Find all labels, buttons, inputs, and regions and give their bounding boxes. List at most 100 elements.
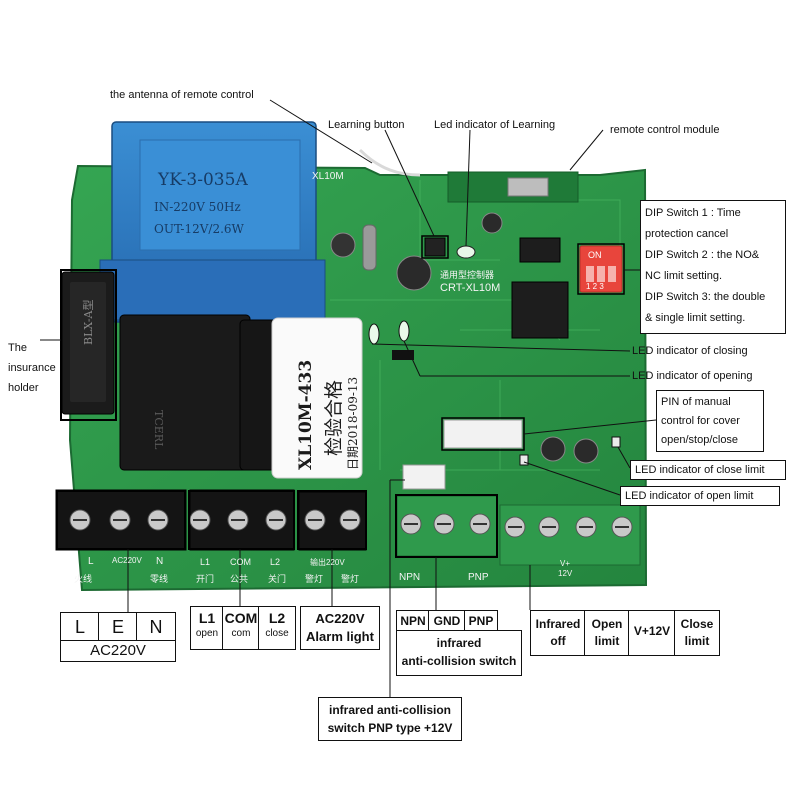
dip-2 [597,266,605,282]
insurance-line-2: insurance [8,362,56,374]
resistor [362,224,377,271]
label-motor-l2-main: L2 [268,610,286,626]
label-infrared-off: Infrared off [530,610,586,656]
term-cn-zero: 零线 [150,574,169,584]
term-label-l: L [88,556,94,567]
model-top-label: XL10M [312,171,344,182]
label-close-limit-1: Close [680,617,714,631]
label-open-limit-2: limit [594,634,620,648]
led-small-1 [392,350,414,360]
label-sensor-caption: infrared anti-collision switch [396,630,522,676]
label-alarm: AC220V Alarm light [300,606,380,650]
capacitor-5 [573,438,599,464]
led-opening [398,320,410,342]
label-close-limit-2: limit [684,634,710,648]
label-sensor-npn: NPN [396,610,430,632]
label-motor-l1-main: L1 [198,610,216,626]
qc-sticker [271,317,363,479]
label-motor-l1-sub: open [195,628,219,639]
callout-antenna: the antenna of remote control [110,89,254,101]
qc-model: XL10M-433 [296,359,316,470]
remote-module-chip [507,177,549,197]
callout-led-close-limit: LED indicator of close limit [630,460,786,480]
dip-highlight [577,243,625,295]
qc-pass: 检验合格 [323,379,345,456]
label-v12: V+12V [628,610,676,656]
label-alarm-line1: AC220V [315,611,365,626]
callout-pin-manual: PIN of manual control for cover open/sto… [656,390,764,452]
label-motor-com-main: COM [224,610,258,626]
pin-line-3: open/stop/close [661,434,739,446]
label-motor-com: COM com [222,606,260,650]
term-sensor-npn: NPN [399,572,421,583]
ic-main [511,281,569,339]
dip-line-6: & single limit setting. [645,312,746,324]
term-v-plus: V+ [560,559,571,568]
antenna-wire [358,148,421,177]
label-power-e: E [98,612,138,642]
capacitor-3 [481,212,503,234]
dip-line-4: NC limit setting. [645,270,723,282]
leader-lines [40,99,657,697]
callout-dip-switch: DIP Switch 1 : Time protection cancel DI… [640,200,786,334]
led-open-limit [519,454,529,466]
label-close-limit: Close limit [674,610,720,656]
term-label-out: 输出220V [310,558,345,567]
label-sensor-pnp: PNP [464,610,498,632]
term-label-l2: L2 [270,557,281,567]
transformer-input: IN-220V 50Hz [154,200,241,214]
term-label-com: COM [230,557,251,567]
pin-line-1: PIN of manual [661,396,731,408]
fuse-highlight [60,269,117,421]
label-motor-l2-sub: close [265,628,289,639]
term-cn-open: 开门 [196,574,215,584]
transformer-model: YK-3-035A [158,170,248,190]
dip-number-labels: 1 2 3 [586,282,604,291]
callout-led-closing: LED indicator of closing [632,345,748,357]
dip-1 [586,266,594,282]
label-open-limit: Open limit [584,610,630,656]
label-power-caption: AC220V [60,640,176,662]
callout-learning-button: Learning button [328,119,405,131]
callout-led-open-limit: LED indicator of open limit [620,486,780,506]
dip-line-2: protection cancel [645,228,729,240]
callout-led-learning: Led indicator of Learning [434,119,556,131]
label-pnp-note-1: infrared anti-collision [328,703,451,717]
board-name-cn: 通用型控制器 [440,270,495,280]
led-learning [456,245,476,259]
pin-header-2 [402,464,446,490]
capacitor-2 [396,255,432,291]
callout-led-opening: LED indicator of opening [632,370,753,382]
term-cn-common: 公共 [230,574,249,584]
insurance-line-3: holder [8,382,39,394]
label-sensor-caption-2: anti-collision switch [401,654,517,668]
dip-line-5: DIP Switch 3: the double [645,291,766,303]
dip-on-label: ON [588,250,602,260]
relay-left [119,314,251,471]
capacitor-4 [540,436,566,462]
transformer-output: OUT-12V/2.6W [154,222,244,236]
transformer-label-plate [139,139,301,251]
relay-brand: TCERL [152,410,165,450]
term-cn-alarm-1: 警灯 [305,574,324,584]
dip-line-1: DIP Switch 1 : Time [645,207,741,219]
capacitor-1 [330,232,356,258]
term-cn-fire: 火线 [74,574,93,584]
fuse-holder-label: BLX-A型 [82,299,95,346]
label-power-n: N [136,612,176,642]
ic-small [519,237,561,263]
term-sensor-pnp: PNP [468,572,489,583]
term-label-l1: L1 [200,557,211,567]
label-open-limit-1: Open [591,617,623,631]
qc-date: 日期2018-09-13 [346,376,360,470]
label-motor-l1: L1 open [190,606,224,650]
terminal-screw-slots [73,519,629,528]
label-motor-l2: L2 close [258,606,296,650]
label-alarm-line2: Alarm light [306,629,374,644]
callout-insurance-holder: The insurance holder [8,338,56,398]
board-model: CRT-XL10M [440,282,501,294]
learning-button [424,237,446,257]
insurance-line-1: The [8,342,27,354]
transformer-base [99,259,326,321]
label-sensor-caption-1: infrared [436,636,482,650]
